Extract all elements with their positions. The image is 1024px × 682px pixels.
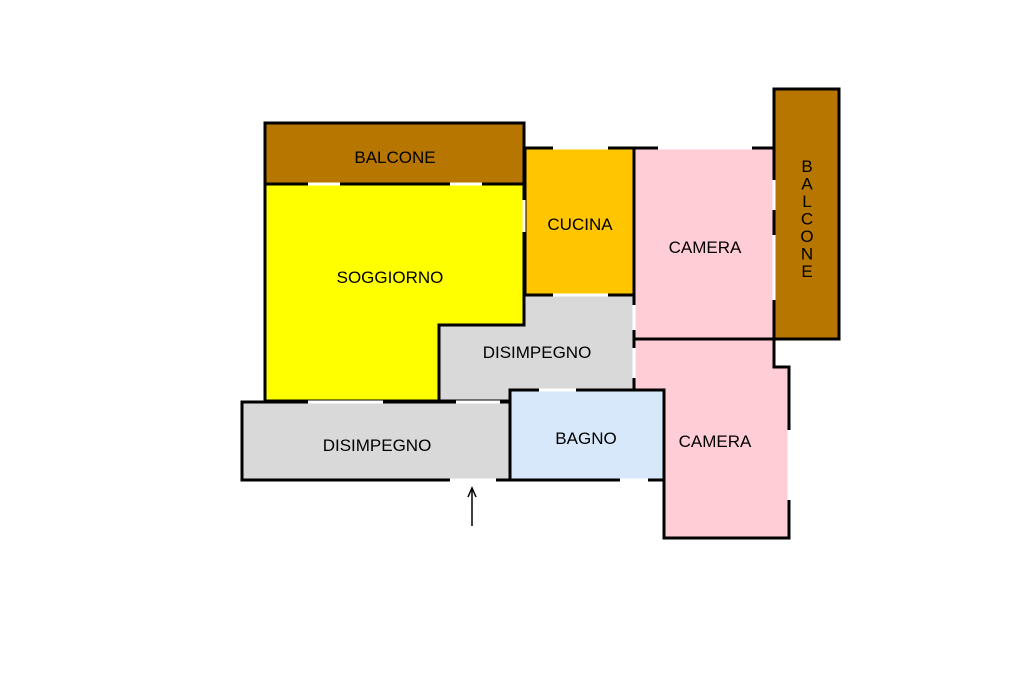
balcone-side-letter: B	[801, 157, 812, 176]
balcone-side-letter: L	[802, 192, 811, 211]
room-disimpegno-entry[interactable]	[240, 400, 512, 482]
label-camera-bottom: CAMERA	[679, 432, 752, 451]
label-cucina: CUCINA	[547, 215, 613, 234]
balcone-side-letter: A	[801, 175, 813, 194]
balcone-side-letter: O	[800, 227, 813, 246]
entrance-arrow-icon	[467, 486, 477, 526]
label-balcone-top: BALCONE	[354, 148, 435, 167]
balcone-side-letter: C	[801, 210, 813, 229]
room-balcone-side[interactable]	[772, 87, 841, 341]
balcone-side-letter: E	[801, 262, 812, 281]
label-camera-top: CAMERA	[669, 238, 742, 257]
openings	[308, 146, 791, 500]
label-bagno: BAGNO	[555, 429, 616, 448]
label-disimpegno-center: DISIMPEGNO	[483, 343, 592, 362]
label-disimpegno-entry: DISIMPEGNO	[323, 436, 432, 455]
label-soggiorno: SOGGIORNO	[337, 268, 444, 287]
room-camera-top[interactable]	[632, 146, 776, 341]
balcone-side-letter: N	[801, 245, 813, 264]
room-bagno[interactable]	[508, 388, 666, 482]
room-balcone-top[interactable]	[263, 121, 526, 186]
